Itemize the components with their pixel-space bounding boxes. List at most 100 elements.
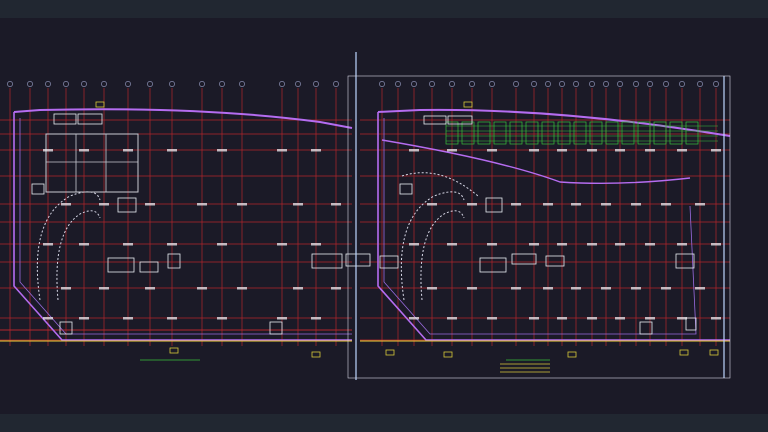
column-icon — [311, 243, 321, 246]
grid-bubble-icon — [239, 81, 245, 87]
top-toolbar — [0, 0, 768, 18]
column-icon — [61, 203, 71, 206]
column-icon — [529, 317, 539, 320]
grid-bubble-icon — [589, 81, 595, 87]
grid-bubble-icon — [617, 81, 623, 87]
column-icon — [511, 203, 521, 206]
grid-bubble-icon — [313, 81, 319, 87]
column-icon — [695, 203, 705, 206]
grid-bubble-icon — [603, 81, 609, 87]
column-icon — [99, 287, 109, 290]
equipment-icon — [117, 197, 137, 213]
interior-wall — [383, 118, 697, 335]
equipment-icon — [675, 253, 695, 269]
column-icon — [695, 287, 705, 290]
hvac-duct — [621, 121, 635, 145]
grid-bubble-icon — [81, 81, 87, 87]
hvac-duct — [605, 121, 619, 145]
column-icon — [61, 287, 71, 290]
hvac-duct — [493, 121, 507, 145]
column-icon — [277, 243, 287, 246]
note-marker — [463, 101, 473, 108]
note-marker — [95, 101, 105, 108]
column-icon — [557, 149, 567, 152]
column-icon — [79, 317, 89, 320]
grid-bubble-icon — [545, 81, 551, 87]
column-icon — [217, 149, 227, 152]
column-icon — [293, 203, 303, 206]
column-icon — [543, 203, 553, 206]
grid-bubble-icon — [333, 81, 339, 87]
exterior-wall — [13, 112, 352, 341]
equipment-icon — [423, 115, 447, 125]
column-icon — [645, 149, 655, 152]
column-icon — [529, 243, 539, 246]
column-icon — [197, 287, 207, 290]
hvac-duct — [669, 121, 683, 145]
column-icon — [447, 149, 457, 152]
note-marker — [385, 349, 395, 356]
column-icon — [487, 149, 497, 152]
column-icon — [217, 317, 227, 320]
column-icon — [587, 149, 597, 152]
grid-bubble-icon — [7, 81, 13, 87]
grid-bubble-icon — [489, 81, 495, 87]
column-icon — [447, 317, 457, 320]
grid-bubble-icon — [469, 81, 475, 87]
grid-bubble-icon — [101, 81, 107, 87]
column-icon — [677, 243, 687, 246]
column-icon — [487, 243, 497, 246]
column-icon — [487, 317, 497, 320]
column-icon — [677, 317, 687, 320]
grid-bubble-icon — [429, 81, 435, 87]
column-icon — [409, 243, 419, 246]
drawing-canvas[interactable] — [0, 18, 768, 414]
column-icon — [167, 317, 177, 320]
grid-bubble-icon — [279, 81, 285, 87]
column-icon — [167, 243, 177, 246]
column-icon — [511, 287, 521, 290]
floor-plan-drawing[interactable] — [0, 18, 768, 414]
ramp-curve — [400, 191, 465, 301]
ramp-curve — [420, 210, 465, 301]
exterior-wall — [377, 112, 730, 341]
equipment-icon — [511, 253, 537, 265]
note-marker — [169, 347, 179, 354]
hvac-duct — [589, 121, 603, 145]
grid-bubble-icon — [573, 81, 579, 87]
equipment-icon — [59, 321, 73, 335]
column-icon — [237, 203, 247, 206]
column-icon — [79, 149, 89, 152]
column-icon — [447, 243, 457, 246]
equipment-icon — [311, 253, 343, 269]
column-icon — [631, 287, 641, 290]
column-icon — [145, 287, 155, 290]
grid-bubble-icon — [63, 81, 69, 87]
column-icon — [587, 317, 597, 320]
note-marker — [679, 349, 689, 356]
column-icon — [43, 243, 53, 246]
column-icon — [237, 287, 247, 290]
column-icon — [409, 149, 419, 152]
column-icon — [123, 243, 133, 246]
core-block — [45, 133, 139, 193]
note-marker — [311, 351, 321, 358]
column-icon — [167, 149, 177, 152]
column-icon — [711, 243, 721, 246]
column-icon — [99, 203, 109, 206]
column-icon — [43, 317, 53, 320]
column-icon — [467, 287, 477, 290]
column-icon — [409, 317, 419, 320]
grid-bubbles — [7, 81, 719, 87]
column-icon — [557, 317, 567, 320]
structural-grid — [0, 88, 730, 346]
column-icon — [711, 317, 721, 320]
grid-bubble-icon — [147, 81, 153, 87]
grid-bubble-icon — [219, 81, 225, 87]
grid-bubble-icon — [411, 81, 417, 87]
column-icon — [615, 243, 625, 246]
equipment-icon — [345, 253, 371, 267]
equipment-icon — [107, 257, 135, 273]
building-outline — [13, 108, 731, 341]
column-icon — [601, 203, 611, 206]
